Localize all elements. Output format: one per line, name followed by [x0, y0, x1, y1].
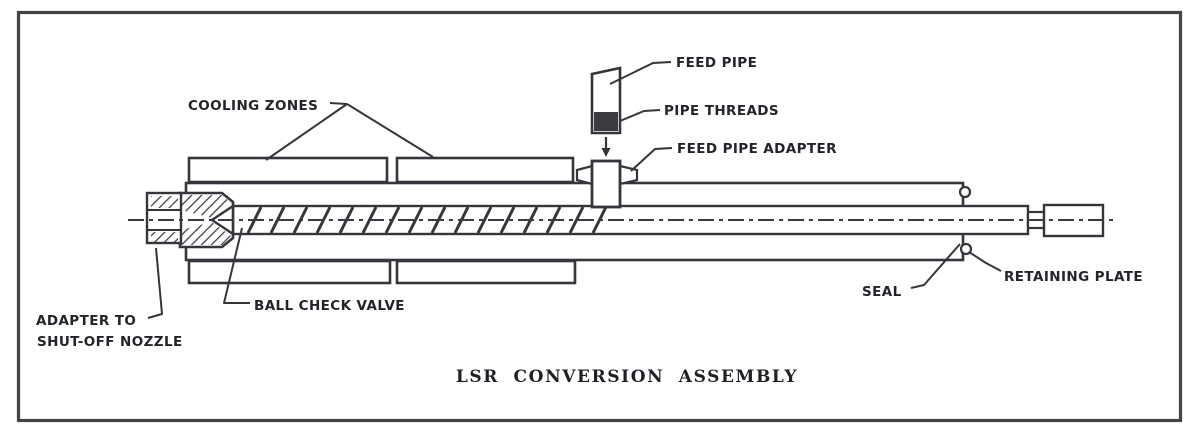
cooling-zones-leader-tail — [329, 102, 348, 105]
cooling-zones-label: COOLING ZONES — [188, 98, 318, 114]
adapter-hatch-bottom — [181, 222, 231, 245]
retaining-pin-top — [958, 185, 972, 199]
adapter-clamp-left — [575, 164, 594, 186]
cooling-zone-top-left — [187, 156, 389, 184]
pipe-threads-section — [594, 112, 618, 131]
drawing-title: LSR CONVERSION ASSEMBLY — [456, 367, 798, 387]
retaining-pin-bottom — [959, 242, 973, 256]
pipe-threads-label: PIPE THREADS — [664, 103, 779, 119]
cooling-zone-jackets — [187, 156, 577, 285]
feed-pipe-adapter-block — [590, 159, 622, 209]
adapter-hatch-top — [181, 195, 231, 218]
cooling-zone-top-right — [395, 156, 575, 184]
cooling-zones-leader-left — [265, 103, 348, 161]
flow-arrow-head — [601, 148, 611, 157]
pipe-threads-leader — [619, 109, 661, 122]
nut-hatch-bottom — [151, 232, 178, 244]
feed-pipe-adapter-leader — [630, 147, 673, 172]
cooling-zone-bottom-right — [395, 259, 577, 285]
nozzle-bore-lines — [147, 209, 181, 231]
callout-labels: COOLING ZONES FEED PIPE PIPE THREADS FEE… — [36, 55, 1143, 350]
feed-pipe-leader — [609, 61, 672, 85]
retaining-plate-leader — [968, 251, 1002, 272]
leader-lines — [147, 61, 1002, 319]
adapter-shutoff-label-line1: ADAPTER TO — [36, 313, 136, 329]
cooling-zone-bottom-left — [187, 259, 392, 285]
feed-pipe-label: FEED PIPE — [676, 55, 757, 71]
ball-check-valve-label: BALL CHECK VALVE — [254, 298, 405, 314]
adapter-shutoff-label-line2: SHUT-OFF NOZZLE — [37, 334, 183, 350]
shutoff-nozzle-adapter — [145, 191, 235, 249]
feed-pipe-assembly — [590, 66, 622, 157]
feed-pipe-adapter-label: FEED PIPE ADAPTER — [677, 141, 837, 157]
seal-label: SEAL — [862, 284, 902, 300]
retaining-plate-label: RETAINING PLATE — [1004, 269, 1143, 285]
shutoff-adapter-leader — [147, 247, 163, 319]
cooling-zones-leader-right — [346, 103, 434, 158]
ball-check-valve-leader — [223, 227, 250, 304]
nut-hatch-top — [151, 196, 178, 208]
seal-leader — [910, 243, 961, 289]
